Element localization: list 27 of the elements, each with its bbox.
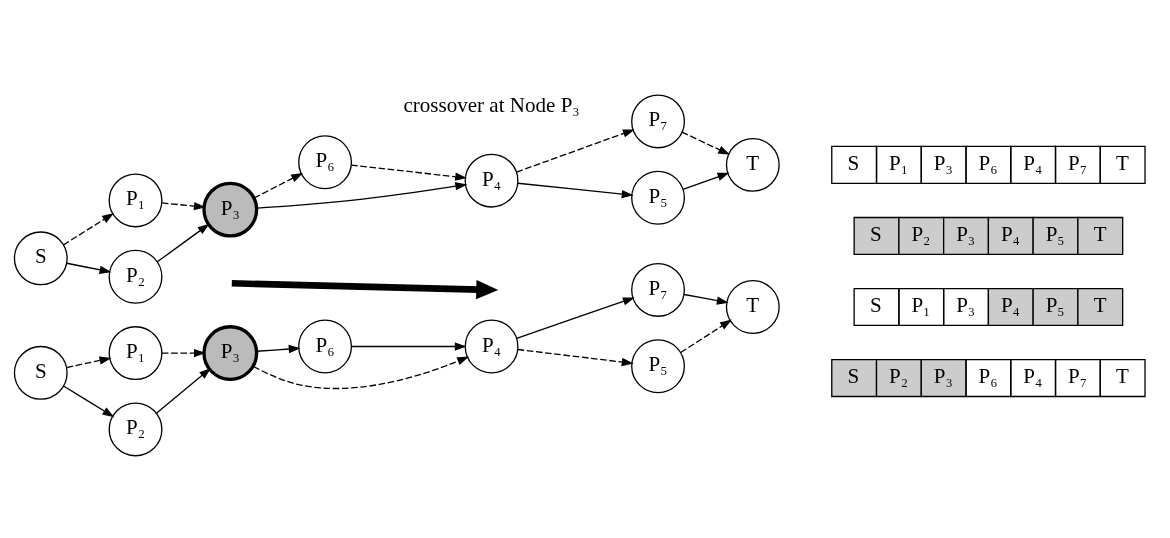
label: P₁	[911, 292, 931, 317]
label: T	[1116, 150, 1129, 175]
label: P₂	[911, 221, 931, 246]
label: P₄	[1000, 221, 1020, 246]
label: P₃	[933, 150, 953, 175]
label: P₄	[1023, 150, 1043, 175]
label: P₃	[933, 363, 953, 388]
label: P₄	[1023, 363, 1043, 388]
label: T	[1116, 363, 1129, 388]
label: P₁	[889, 150, 909, 175]
label: P₃	[956, 292, 976, 317]
label: P₄	[1000, 292, 1020, 317]
label: P₂	[889, 363, 909, 388]
label: T	[1093, 221, 1107, 246]
label: P₇	[1068, 363, 1088, 388]
label: S	[847, 150, 860, 175]
label: P₆	[978, 150, 998, 175]
label: T	[1093, 292, 1107, 317]
label: P₇	[1068, 150, 1088, 175]
label: S	[869, 221, 882, 246]
label: crossover at Node P₃	[403, 92, 580, 117]
label: P₃	[956, 221, 976, 246]
label: P₅	[1045, 221, 1065, 246]
label: P₅	[1045, 292, 1065, 317]
label: S	[869, 292, 882, 317]
label: P₆	[978, 363, 998, 388]
label: S	[847, 363, 860, 388]
